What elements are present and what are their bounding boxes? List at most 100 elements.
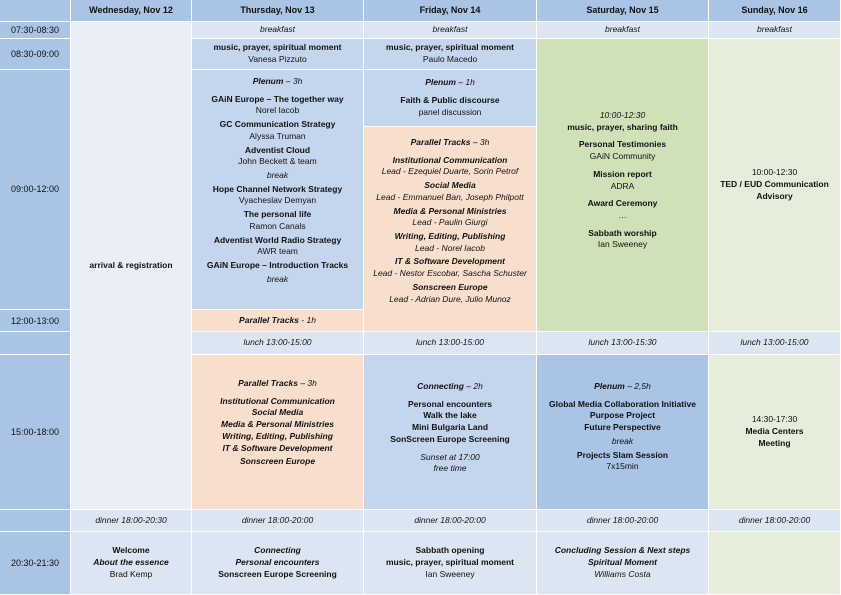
sat-evening-speaker: Williams Costa bbox=[594, 568, 651, 579]
sat-spiritual: Spiritual Moment bbox=[588, 557, 657, 568]
sat-plenum-item: Global Media Collaboration Initiative bbox=[549, 398, 696, 409]
fri-connecting-title: Connecting bbox=[417, 381, 464, 391]
sat-evening: Concluding Session & Next steps Spiritua… bbox=[537, 532, 709, 595]
header-friday: Friday, Nov 14 bbox=[364, 0, 537, 22]
time-0830: 08:30-09:00 bbox=[0, 39, 71, 70]
fri-sunset: Sunset at 17:00 bbox=[420, 451, 480, 462]
fri-track-lead: Lead - Norel Iacob bbox=[415, 242, 485, 253]
wed-arrival-label: arrival & registration bbox=[89, 259, 173, 270]
thu-break: break bbox=[266, 273, 289, 284]
fri-parallel-duration: – 3h bbox=[470, 137, 490, 147]
fri-dinner: dinner 18:00-20:00 bbox=[364, 510, 537, 532]
thu-session-title: The personal life bbox=[243, 209, 312, 220]
fri-parallel: Parallel Tracks – 3h Institutional Commu… bbox=[364, 127, 537, 332]
sun-ted-title: TED / EUD Communication bbox=[720, 179, 829, 190]
sun-mc-title-2: Meeting bbox=[758, 437, 791, 448]
thu-parallel-pm-title: Parallel Tracks bbox=[238, 378, 298, 388]
sun-ted-time: 10:00-12:30 bbox=[751, 167, 798, 178]
header-sunday: Sunday, Nov 16 bbox=[709, 0, 841, 22]
time-0900: 09:00-12:00 bbox=[0, 70, 71, 310]
sat-speaker: Ian Sweeney bbox=[597, 239, 648, 250]
fri-track-title: Media & Personal Ministries bbox=[393, 205, 507, 216]
wed-essence: About the essence bbox=[93, 557, 169, 568]
fri-faith-sub: panel discussion bbox=[418, 106, 482, 117]
thu-evening: Connecting Personal encounters Sonscreen… bbox=[192, 532, 364, 595]
fri-track-lead: Lead - Nestor Escobar, Sascha Schuster bbox=[373, 268, 527, 279]
fri-track-title: Institutional Communication bbox=[392, 154, 508, 165]
sat-plenum-title: Plenum bbox=[594, 381, 625, 391]
thu-lunch: lunch 13:00-15:00 bbox=[192, 332, 364, 355]
time-1200: 12:00-13:00 bbox=[0, 310, 71, 332]
thu-session-speaker: Vyacheslav Demyan bbox=[238, 195, 317, 206]
thu-session-title: Hope Channel Network Strategy bbox=[212, 183, 343, 194]
thu-parallel-noon-duration: - 1h bbox=[298, 314, 316, 325]
sat-testimonies: Personal Testimonies bbox=[578, 139, 667, 150]
sat-adra: ADRA bbox=[610, 180, 635, 191]
sat-slam: Projects Slam Session bbox=[576, 449, 669, 460]
fri-track-lead: Lead - Ezequiel Duarte, Sorin Petrof bbox=[381, 166, 519, 177]
thu-evening-screening: Sonscreen Europe Screening bbox=[218, 568, 337, 579]
wed-welcome-title: Welcome bbox=[112, 545, 150, 556]
fri-faith-title: Faith & Public discourse bbox=[400, 95, 500, 106]
header-corner bbox=[0, 0, 71, 22]
thu-parallel-pm-duration: – 3h bbox=[297, 378, 317, 388]
thu-sonscreen: Sonscreen Europe bbox=[239, 456, 316, 467]
wed-arrival: arrival & registration bbox=[71, 22, 192, 510]
fri-free-time: free time bbox=[433, 463, 467, 474]
thu-track: IT & Software Development bbox=[222, 442, 333, 453]
sun-mc-time: 14:30-17:30 bbox=[751, 414, 798, 425]
sun-breakfast: breakfast bbox=[709, 22, 841, 39]
sat-morning-time: 10:00-12:30 bbox=[599, 110, 646, 120]
thu-evening-item: Personal encounters bbox=[235, 557, 320, 568]
sat-music: music, prayer, sharing faith bbox=[567, 121, 678, 132]
time-0900-label: 09:00-12:00 bbox=[10, 184, 60, 195]
header-wednesday: Wednesday, Nov 12 bbox=[71, 0, 192, 22]
sat-worship: Sabbath worship bbox=[588, 227, 657, 238]
thu-track: Media & Personal Ministries bbox=[221, 419, 334, 430]
sat-concluding: Concluding Session & Next steps bbox=[554, 545, 691, 556]
thu-session-title: GAiN Europe – The together way bbox=[211, 93, 344, 104]
thu-session-title: GC Communication Strategy bbox=[219, 119, 336, 130]
fri-track-title: Social Media bbox=[424, 180, 476, 191]
wed-dinner: dinner 18:00-20:30 bbox=[71, 510, 192, 532]
fri-track-lead: Lead - Emmanuel Ban, Joseph Philpott bbox=[376, 191, 524, 202]
sun-ted-title-2: Advisory bbox=[756, 190, 793, 201]
sat-slam-sub: 7x15min bbox=[606, 461, 639, 472]
header-thursday: Thursday, Nov 13 bbox=[192, 0, 364, 22]
time-0730: 07:30-08:30 bbox=[0, 22, 71, 39]
thu-music: music, prayer, spiritual moment Vanesa P… bbox=[192, 39, 364, 70]
time-2030: 20:30-21:30 bbox=[0, 532, 71, 595]
fri-track-lead: Lead - Adrian Dure, Julio Munoz bbox=[389, 293, 511, 304]
thu-session-title: Adventist Cloud bbox=[244, 144, 311, 155]
fri-breakfast: breakfast bbox=[364, 22, 537, 39]
thu-session-speaker: John Beckett & team bbox=[238, 156, 317, 167]
sun-mc-title: Media Centers bbox=[745, 426, 804, 437]
sun-dinner: dinner 18:00-20:00 bbox=[709, 510, 841, 532]
thu-plenum-duration: – 3h bbox=[285, 76, 303, 86]
fri-evening: Sabbath opening music, prayer, spiritual… bbox=[364, 532, 537, 595]
fri-track-title: Writing, Editing, Publishing bbox=[394, 231, 506, 242]
thu-session-speaker: AWR team bbox=[257, 246, 298, 257]
sat-gain: GAiN Community bbox=[589, 151, 656, 162]
sat-breakfast: breakfast bbox=[537, 22, 709, 39]
thu-evening-item: Connecting bbox=[254, 545, 301, 556]
thu-track: Writing, Editing, Publishing bbox=[222, 430, 333, 441]
thu-breakfast: breakfast bbox=[192, 22, 364, 39]
sun-ted: 10:00-12:30 TED / EUD Communication Advi… bbox=[709, 39, 841, 332]
sat-break: break bbox=[611, 435, 634, 446]
fri-evening-music: music, prayer, spiritual moment bbox=[385, 557, 514, 568]
thu-parallel-pm: Parallel Tracks – 3h Institutional Commu… bbox=[192, 355, 364, 510]
fri-music: music, prayer, spiritual moment Paulo Ma… bbox=[364, 39, 537, 70]
sat-plenum-item: Purpose Project bbox=[589, 410, 656, 421]
fri-activity: Mini Bulgaria Land bbox=[411, 422, 489, 433]
thu-plenum: Plenum – 3h GAiN Europe – The together w… bbox=[192, 70, 364, 310]
sat-ellipsis: … bbox=[618, 210, 627, 221]
sat-morning: 10:00-12:30 music, prayer, sharing faith… bbox=[537, 39, 709, 332]
fri-connecting: Connecting – 2h Personal encounters Walk… bbox=[364, 355, 537, 510]
fri-lunch: lunch 13:00-15:00 bbox=[364, 332, 537, 355]
wed-speaker: Brad Kemp bbox=[109, 568, 153, 579]
fri-parallel-title: Parallel Tracks bbox=[410, 137, 471, 147]
sun-lunch: lunch 13:00-15:00 bbox=[709, 332, 841, 355]
header-saturday: Saturday, Nov 15 bbox=[537, 0, 709, 22]
thu-session-speaker: Ramon Canals bbox=[249, 220, 306, 231]
